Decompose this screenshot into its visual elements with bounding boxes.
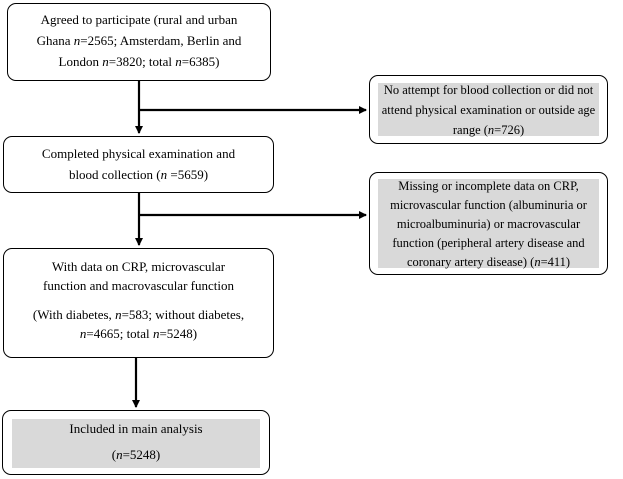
agreed-box: Agreed to participate (rural and urban G… — [7, 3, 271, 81]
missing-line-4: function (peripheral artery disease and — [392, 236, 585, 250]
no-attempt-box: No attempt for blood collection or did n… — [369, 75, 608, 144]
agreed-line-1: Agreed to participate (rural and urban — [40, 12, 238, 27]
no-attempt-shade — [378, 83, 599, 136]
completed-box: Completed physical examination and blood… — [3, 136, 274, 193]
with-data-line-1: With data on CRP, microvascular — [51, 259, 226, 274]
with-data-line-2: function and macrovascular function — [43, 278, 234, 293]
included-box: Included in main analysis (n=5248) — [2, 410, 270, 475]
completed-line-1: Completed physical examination and — [41, 146, 236, 161]
agreed-line-2: Ghana n=2565; Amsterdam, Berlin and — [36, 33, 242, 48]
with-data-line-3: (With diabetes, n=583; without diabetes, — [32, 307, 245, 322]
with-data-box: With data on CRP, microvascular function… — [3, 248, 274, 358]
missing-line-5: coronary artery disease) (n=411) — [406, 255, 571, 269]
included-line-1: Included in main analysis — [69, 421, 203, 436]
included-line-2: (n=5248) — [111, 447, 161, 462]
missing-line-1: Missing or incomplete data on CRP, — [398, 179, 579, 193]
missing-line-2: microvascular function (albuminuria or — [390, 198, 587, 212]
no-attempt-line-3: range (n=726) — [452, 123, 525, 137]
no-attempt-line-2: attend physical examination or outside a… — [381, 103, 596, 117]
with-data-line-4: n=4665; total n=5248) — [79, 326, 198, 341]
missing-line-3: microalbuminuria) or macrovascular — [396, 217, 581, 231]
missing-box: Missing or incomplete data on CRP, micro… — [369, 172, 608, 275]
completed-line-2: blood collection (n =5659) — [68, 167, 209, 182]
agreed-line-3: London n=3820; total n=6385) — [58, 54, 220, 69]
missing-shade — [378, 179, 599, 268]
no-attempt-line-1: No attempt for blood collection or did n… — [383, 83, 594, 97]
included-shade — [12, 419, 260, 468]
